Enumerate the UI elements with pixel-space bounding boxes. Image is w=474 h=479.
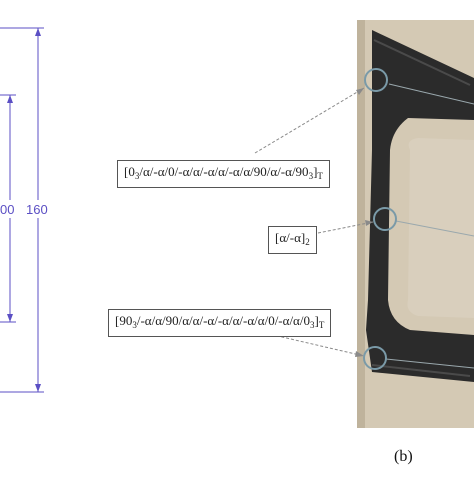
- top-layup-open: [0: [124, 164, 135, 179]
- top-pointer-right: [388, 83, 474, 105]
- top-layup-sub1: 3: [134, 171, 140, 181]
- bottom-layup-open: [90: [115, 313, 133, 328]
- middle-leader-arrow: [365, 220, 373, 226]
- top-layup-sub2: 3: [308, 171, 314, 181]
- outer-arrow-bottom: [35, 384, 41, 392]
- bottom-layup-sub1: 3: [132, 320, 137, 330]
- middle-layup-sub: 2: [305, 237, 310, 247]
- bottom-marker-circle: [363, 346, 387, 370]
- bottom-leader-line: [251, 329, 365, 357]
- outer-dimension-label: 160: [26, 202, 48, 217]
- panel-label-b: (b): [394, 448, 413, 465]
- middle-pointer-right: [395, 220, 474, 237]
- photo-edge-shadow: [357, 20, 365, 428]
- bottom-leader-arrow: [355, 351, 364, 357]
- middle-marker-circle: [373, 207, 397, 231]
- middle-leader-line: [317, 221, 374, 234]
- top-leader-line: [254, 87, 365, 154]
- bottom-layup-mid: /-α/α/90/α/α/-α/-α/α/-α/α/0/-α/α/0: [136, 313, 310, 328]
- specimen-highlight-top: [373, 39, 471, 86]
- bottom-layup-sub2: 3: [309, 320, 315, 330]
- bottom-layup-label: [903/-α/α/90/α/α/-α/-α/α/-α/α/0/-α/α/03]…: [108, 309, 332, 337]
- specimen-shape: [366, 30, 474, 382]
- outer-dimension-label-bg: [26, 200, 54, 218]
- top-layup-mid: /α/-α/0/-α/α/-α/α/-α/α/90/α/-α/90: [139, 164, 309, 179]
- bottom-pointer-right: [385, 358, 474, 369]
- specimen-window: [407, 138, 474, 318]
- top-layup-close: ]: [313, 164, 318, 179]
- top-leader-arrow: [356, 88, 364, 95]
- bottom-layup-subT: T: [318, 320, 325, 330]
- middle-layup-main: [α/-α]: [275, 230, 306, 245]
- inner-arrow-top: [7, 95, 13, 103]
- inner-arrow-bottom: [7, 314, 13, 322]
- inner-dimension-label: 00: [0, 202, 14, 217]
- top-layup-label: [03/α/-α/0/-α/α/-α/α/-α/α/90/α/-α/903]T: [117, 160, 330, 188]
- top-marker-circle: [364, 68, 388, 92]
- specimen-highlight-bottom: [371, 364, 471, 377]
- top-layup-subT: T: [317, 171, 323, 181]
- middle-layup-label: [α/-α]2: [268, 226, 317, 254]
- outer-arrow-top: [35, 28, 41, 36]
- bottom-layup-close: ]: [314, 313, 319, 328]
- inner-dimension-label-bg: [0, 200, 18, 218]
